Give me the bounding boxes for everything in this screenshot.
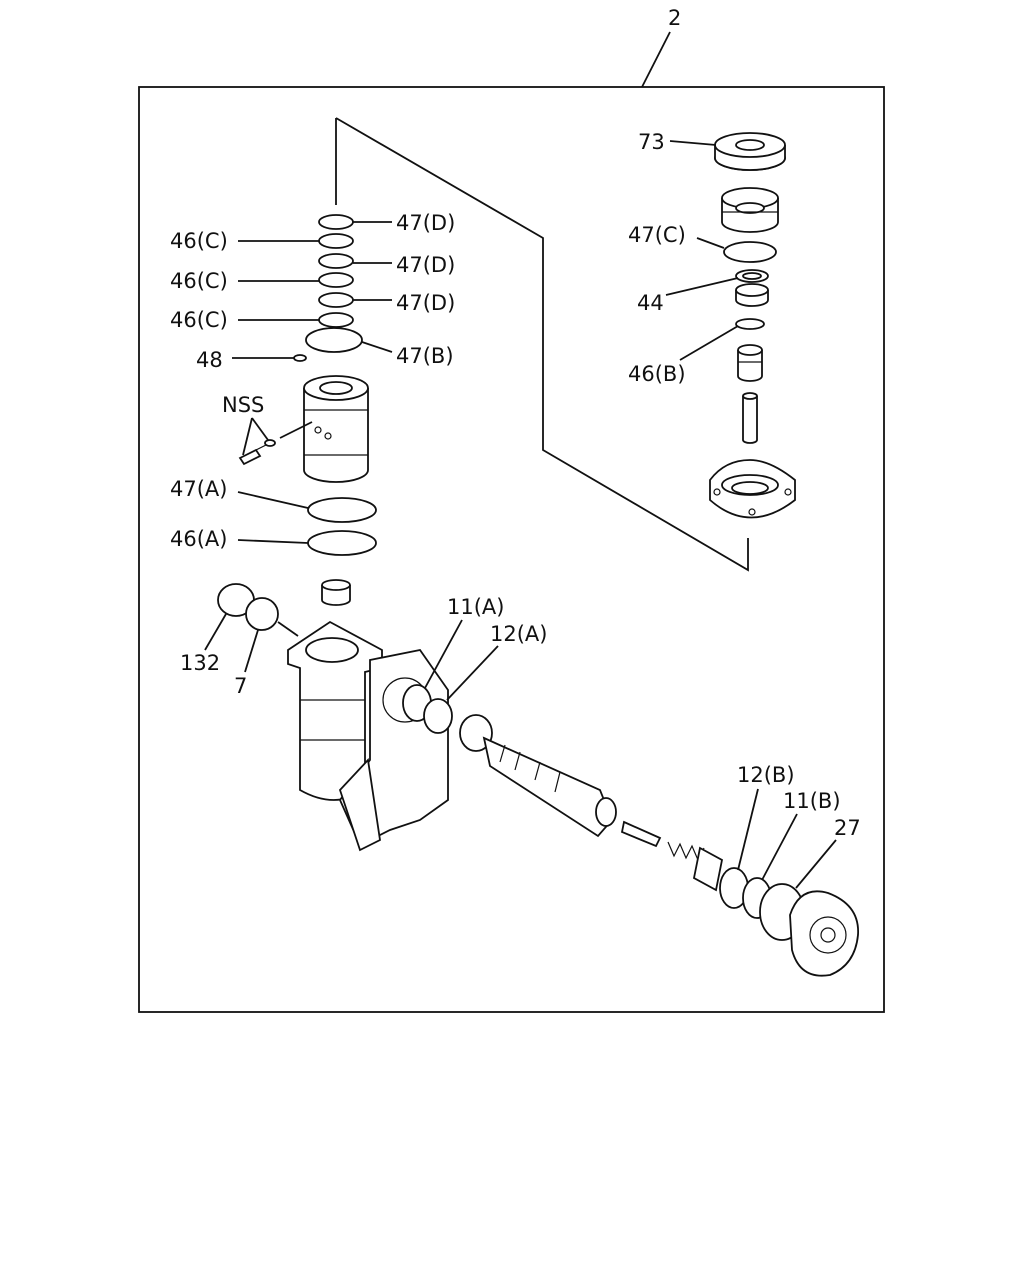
label-47d-2: 47(D) <box>396 253 455 277</box>
label-132: 132 <box>180 651 220 675</box>
part-gear-housing <box>287 620 449 852</box>
diagram-frame <box>138 86 885 1013</box>
label-46c-2: 46(C) <box>170 269 228 293</box>
label-7: 7 <box>234 674 247 698</box>
label-12b: 12(B) <box>737 763 795 787</box>
ring-46c-2 <box>318 272 354 288</box>
assembly-number: 2 <box>668 6 681 30</box>
label-11a: 11(A) <box>447 595 504 619</box>
label-46c-1: 46(C) <box>170 229 228 253</box>
seal-7 <box>245 597 279 631</box>
part-nss-bolt <box>238 439 276 466</box>
part-44-bearing <box>735 269 769 307</box>
ring-47d-3 <box>318 292 354 308</box>
label-47b: 47(B) <box>396 344 454 368</box>
label-46a: 46(A) <box>170 527 227 551</box>
ring-46c-3 <box>318 312 354 328</box>
part-valve-body <box>303 375 369 483</box>
label-12a: 12(A) <box>490 622 547 646</box>
ring-47b <box>305 327 363 353</box>
seal-12a <box>423 698 453 734</box>
part-end-cover <box>789 890 859 977</box>
label-44: 44 <box>637 291 664 315</box>
part-pin-spring <box>620 820 724 892</box>
part-73-washer <box>714 132 786 171</box>
part-46b-ring <box>735 318 765 330</box>
ring-46a <box>307 530 377 556</box>
part-plug <box>321 579 351 606</box>
ring-47d-1 <box>318 214 354 230</box>
label-73: 73 <box>638 130 665 154</box>
label-47d-3: 47(D) <box>396 291 455 315</box>
part-valve-stem <box>742 392 758 444</box>
label-11b: 11(B) <box>783 789 841 813</box>
part-valve-cap <box>721 187 779 233</box>
label-nss: NSS <box>222 393 264 417</box>
ring-46c-1b <box>318 253 354 269</box>
ring-48 <box>293 354 307 362</box>
part-worm-shaft <box>459 714 617 838</box>
label-27: 27 <box>834 816 861 840</box>
label-46b: 46(B) <box>628 362 686 386</box>
assembly-leader <box>641 31 671 88</box>
ring-46c-1 <box>318 233 354 249</box>
group-bracket-top <box>335 117 749 572</box>
label-47c-right: 47(C) <box>628 223 686 247</box>
label-47d-1: 47(D) <box>396 211 455 235</box>
ring-47a <box>307 497 377 523</box>
label-47a: 47(A) <box>170 477 227 501</box>
part-valve-spool <box>737 344 763 382</box>
label-46c-3: 46(C) <box>170 308 228 332</box>
part-47c-right-ring <box>723 241 777 263</box>
label-48: 48 <box>196 348 223 372</box>
part-valve-housing <box>709 459 796 519</box>
